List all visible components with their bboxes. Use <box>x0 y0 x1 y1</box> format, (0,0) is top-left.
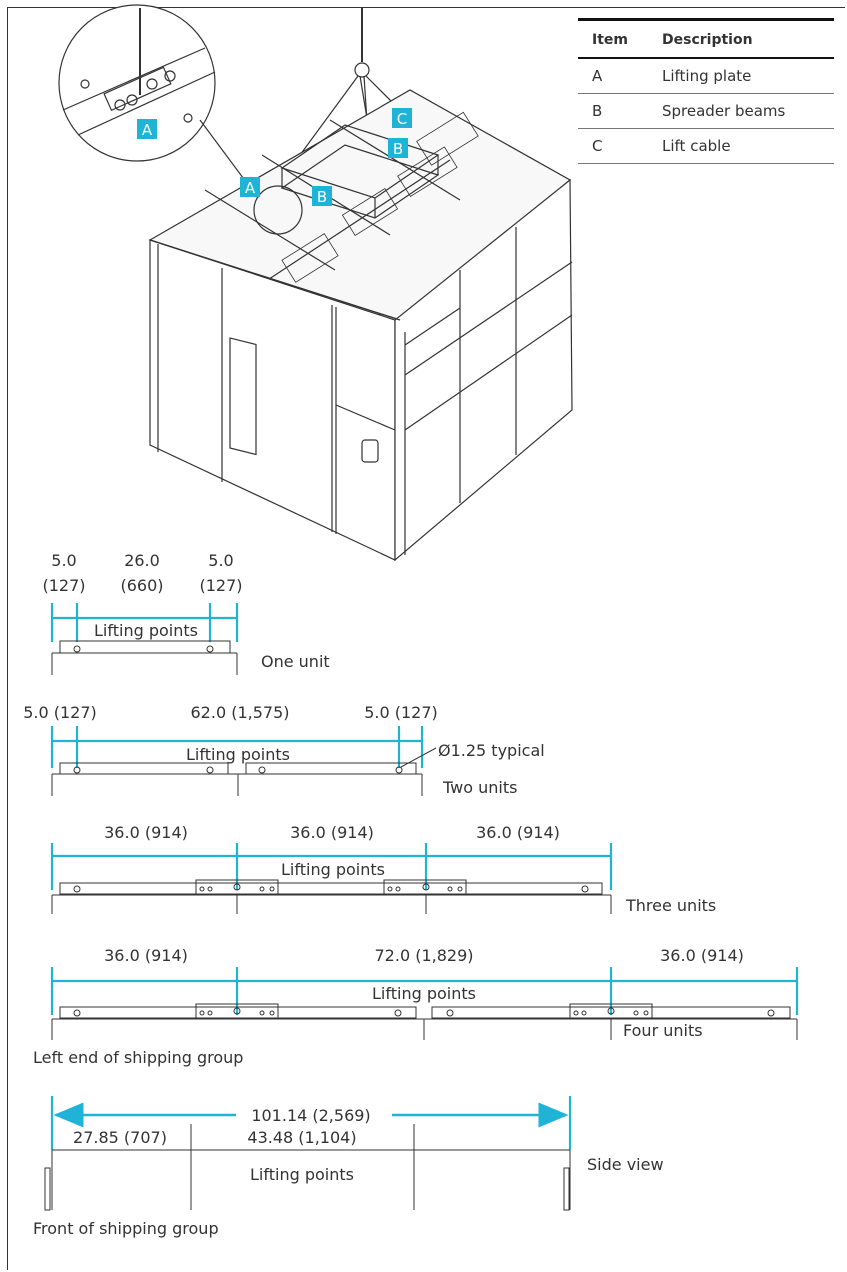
one-unit-dim2-mm: (660) <box>120 576 163 595</box>
side-view-dim1: 27.85 (707) <box>73 1128 167 1147</box>
one-unit-dim1: 5.0 <box>51 551 76 570</box>
four-units-dim3: 36.0 (914) <box>660 946 744 965</box>
three-units-dim2: 36.0 (914) <box>290 823 374 842</box>
legend-description: Lifting plate <box>662 67 752 85</box>
legend-header-description: Description <box>662 32 753 48</box>
four-units-note: Left end of shipping group <box>33 1048 243 1067</box>
four-units-dim1: 36.0 (914) <box>104 946 188 965</box>
two-units-dim1: 5.0 (127) <box>23 703 97 722</box>
legend-description: Spreader beams <box>662 102 786 120</box>
three-units-caption: Three units <box>625 896 716 915</box>
callout-a-text: A <box>245 179 256 197</box>
legend-header-item: Item <box>592 32 628 48</box>
legend-description: Lift cable <box>662 137 731 155</box>
legend-header-row: Item Description <box>578 21 834 59</box>
three-units-dim3: 36.0 (914) <box>476 823 560 842</box>
one-unit-diagram: 5.0 (127) 26.0 (660) 5.0 (127) Lifting p… <box>42 551 330 675</box>
side-view-diagram: 101.14 (2,569) 27.85 (707) 43.48 (1,104)… <box>33 1096 664 1238</box>
callout-a <box>240 177 260 197</box>
legend-item: C <box>592 137 603 155</box>
callout-c-text: C <box>397 110 407 128</box>
cabinet-illustration <box>148 8 573 562</box>
two-units-hole-note: Ø1.25 typical <box>438 741 545 760</box>
detail-circle <box>58 4 303 235</box>
drawing-frame <box>7 7 845 1270</box>
three-units-label: Lifting points <box>281 860 385 879</box>
legend-item: B <box>592 102 603 120</box>
one-unit-dim3: 5.0 <box>208 551 233 570</box>
side-view-overall: 101.14 (2,569) <box>251 1106 370 1125</box>
callout-a-detail-text: A <box>142 121 153 139</box>
one-unit-caption: One unit <box>261 652 330 671</box>
one-unit-dim2: 26.0 <box>124 551 160 570</box>
callout-b-rear <box>388 138 408 158</box>
legend-row: B Spreader beams <box>578 94 834 129</box>
two-units-caption: Two units <box>442 778 517 797</box>
three-units-diagram: 36.0 (914) 36.0 (914) 36.0 (914) Lifting… <box>50 823 716 915</box>
callout-c <box>392 108 412 128</box>
two-units-dim2: 62.0 (1,575) <box>191 703 290 722</box>
two-units-diagram: 5.0 (127) 62.0 (1,575) 5.0 (127) Lifting… <box>23 703 544 797</box>
side-view-label: Lifting points <box>250 1165 354 1184</box>
side-view-caption: Side view <box>587 1155 664 1174</box>
four-units-caption: Four units <box>623 1021 703 1040</box>
callout-b-front <box>312 186 332 206</box>
callout-b-front-text: B <box>317 188 327 206</box>
legend-row: A Lifting plate <box>578 59 834 94</box>
side-view-note: Front of shipping group <box>33 1219 219 1238</box>
two-units-dim3: 5.0 (127) <box>364 703 438 722</box>
one-unit-dim1-mm: (127) <box>42 576 85 595</box>
two-units-label: Lifting points <box>186 745 290 764</box>
callout-b-rear-text: B <box>393 140 403 158</box>
callout-a-detail <box>137 119 157 139</box>
four-units-dim2: 72.0 (1,829) <box>375 946 474 965</box>
legend-row: C Lift cable <box>578 129 834 164</box>
legend-item: A <box>592 67 603 85</box>
side-view-dim2: 43.48 (1,104) <box>247 1128 356 1147</box>
one-unit-dim3-mm: (127) <box>199 576 242 595</box>
four-units-label: Lifting points <box>372 984 476 1003</box>
one-unit-label: Lifting points <box>94 621 198 640</box>
four-units-diagram: 36.0 (914) 72.0 (1,829) 36.0 (914) Lifti… <box>33 946 799 1067</box>
three-units-dim1: 36.0 (914) <box>104 823 188 842</box>
legend-table: Item Description A Lifting plate B Sprea… <box>578 18 834 164</box>
callout-labels: A A B B C <box>137 108 412 206</box>
